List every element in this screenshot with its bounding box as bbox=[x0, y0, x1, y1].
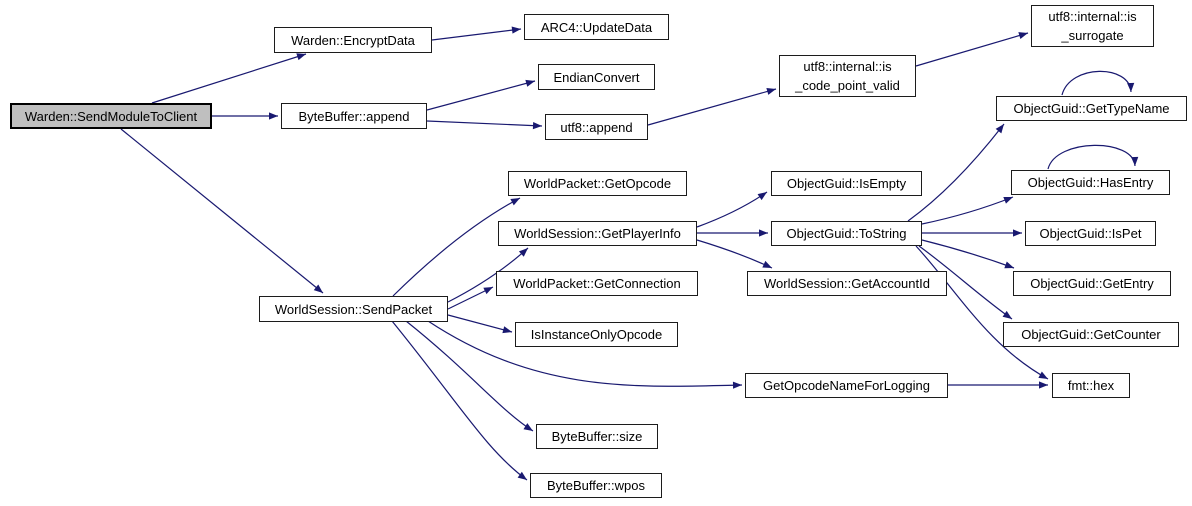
node-label: _code_point_valid bbox=[795, 78, 900, 93]
node-label: ObjectGuid::IsEmpty bbox=[786, 176, 907, 191]
node-arc4-update-data[interactable]: ARC4::UpdateData bbox=[524, 14, 669, 40]
edge-get-player-info-to-get-account-id bbox=[696, 239, 773, 269]
node-is-code-point-valid[interactable]: utf8::internal::is_code_point_valid bbox=[779, 55, 916, 97]
node-label: ObjectGuid::IsPet bbox=[1039, 226, 1142, 241]
edge-guid-to-string-to-fmt-hex bbox=[915, 245, 1049, 380]
node-label: GetOpcodeNameForLogging bbox=[763, 378, 930, 393]
node-label: Warden::SendModuleToClient bbox=[24, 108, 198, 124]
node-label: WorldSession::GetPlayerInfo bbox=[514, 226, 681, 241]
node-label: utf8::append bbox=[560, 119, 633, 135]
node-guid-get-counter[interactable]: ObjectGuid::GetCounter bbox=[1003, 322, 1179, 347]
node-guid-is-empty[interactable]: ObjectGuid::IsEmpty bbox=[771, 171, 922, 196]
edge-is-code-point-valid-to-is-surrogate bbox=[915, 32, 1029, 67]
node-endian-convert[interactable]: EndianConvert bbox=[538, 64, 655, 90]
node-bytebuffer-wpos[interactable]: ByteBuffer::wpos bbox=[530, 473, 662, 498]
node-get-account-id[interactable]: WorldSession::GetAccountId bbox=[747, 271, 947, 296]
node-label: ObjectGuid::GetTypeName bbox=[1013, 101, 1170, 116]
edge-bytebuffer-append-to-utf8-append bbox=[426, 120, 543, 130]
node-label: ByteBuffer::wpos bbox=[546, 478, 646, 493]
node-guid-to-string[interactable]: ObjectGuid::ToString bbox=[771, 221, 922, 246]
node-label: utf8::internal::is bbox=[1048, 9, 1137, 24]
edge-guid-to-string-to-guid-get-type-name bbox=[907, 123, 1005, 222]
node-label: ObjectGuid::HasEntry bbox=[1027, 175, 1154, 190]
node-label: ByteBuffer::append bbox=[298, 108, 410, 124]
edge-send-packet-to-is-instance-only-opcode bbox=[447, 314, 513, 334]
node-guid-get-entry[interactable]: ObjectGuid::GetEntry bbox=[1013, 271, 1171, 296]
node-label: Warden::EncryptData bbox=[291, 32, 415, 48]
node-get-connection[interactable]: WorldPacket::GetConnection bbox=[496, 271, 698, 296]
node-label: WorldPacket::GetOpcode bbox=[523, 176, 672, 191]
node-label: IsInstanceOnlyOpcode bbox=[530, 327, 663, 342]
edge-utf8-append-to-is-code-point-valid bbox=[647, 87, 777, 126]
node-guid-is-pet[interactable]: ObjectGuid::IsPet bbox=[1025, 221, 1156, 246]
node-utf8-append[interactable]: utf8::append bbox=[545, 114, 648, 140]
node-bytebuffer-append[interactable]: ByteBuffer::append bbox=[281, 103, 427, 129]
node-label: ObjectGuid::ToString bbox=[786, 226, 907, 241]
node-get-player-info[interactable]: WorldSession::GetPlayerInfo bbox=[498, 221, 697, 246]
node-send-packet[interactable]: WorldSession::SendPacket bbox=[259, 296, 448, 322]
edge-send-packet-to-get-opcode-name-for-logging bbox=[427, 320, 743, 389]
edge-guid-to-string-to-guid-has-entry bbox=[921, 196, 1014, 225]
edge-guid-to-string-to-guid-get-counter bbox=[918, 245, 1013, 320]
node-label: ObjectGuid::GetEntry bbox=[1030, 276, 1154, 291]
node-fmt-hex[interactable]: fmt::hex bbox=[1052, 373, 1130, 398]
edge-send-packet-to-bytebuffer-wpos bbox=[391, 320, 528, 481]
edge-send-module-to-client-to-encrypt-data bbox=[151, 53, 307, 104]
node-label: ObjectGuid::GetCounter bbox=[1021, 327, 1161, 342]
node-label: WorldSession::GetAccountId bbox=[764, 276, 930, 291]
node-guid-has-entry[interactable]: ObjectGuid::HasEntry bbox=[1011, 170, 1170, 195]
node-send-module-to-client: Warden::SendModuleToClient bbox=[10, 103, 212, 129]
edge-send-packet-to-get-connection bbox=[447, 286, 494, 310]
node-is-instance-only-opcode[interactable]: IsInstanceOnlyOpcode bbox=[515, 322, 678, 347]
edge-send-packet-to-bytebuffer-size bbox=[405, 320, 534, 432]
node-get-opcode-name-for-logging[interactable]: GetOpcodeNameForLogging bbox=[745, 373, 948, 398]
node-label: EndianConvert bbox=[553, 69, 640, 85]
edge-guid-to-string-to-guid-get-entry bbox=[921, 239, 1015, 269]
edge-bytebuffer-append-to-endian-convert bbox=[426, 79, 536, 111]
edge-send-packet-to-get-player-info bbox=[447, 247, 529, 303]
node-label: WorldPacket::GetConnection bbox=[513, 276, 681, 291]
node-label: ByteBuffer::size bbox=[551, 429, 643, 444]
edge-guid-get-type-name-to-guid-get-type-name bbox=[1061, 70, 1135, 96]
node-label: _surrogate bbox=[1061, 28, 1124, 43]
edge-group bbox=[120, 26, 1139, 481]
edge-send-module-to-client-to-send-packet bbox=[120, 128, 324, 294]
node-label: utf8::internal::is bbox=[803, 59, 892, 74]
node-label: fmt::hex bbox=[1067, 378, 1115, 393]
node-encrypt-data[interactable]: Warden::EncryptData bbox=[274, 27, 432, 53]
edge-guid-has-entry-to-guid-has-entry bbox=[1047, 144, 1139, 170]
node-is-surrogate[interactable]: utf8::internal::is_surrogate bbox=[1031, 5, 1154, 47]
node-label: ARC4::UpdateData bbox=[540, 19, 653, 35]
node-label: WorldSession::SendPacket bbox=[274, 301, 433, 317]
node-bytebuffer-size[interactable]: ByteBuffer::size bbox=[536, 424, 658, 449]
edge-send-packet-to-get-opcode bbox=[392, 197, 521, 297]
edge-encrypt-data-to-arc4-update-data bbox=[431, 26, 522, 41]
node-get-opcode[interactable]: WorldPacket::GetOpcode bbox=[508, 171, 687, 196]
edge-get-player-info-to-guid-is-empty bbox=[696, 191, 768, 228]
node-guid-get-type-name[interactable]: ObjectGuid::GetTypeName bbox=[996, 96, 1187, 121]
